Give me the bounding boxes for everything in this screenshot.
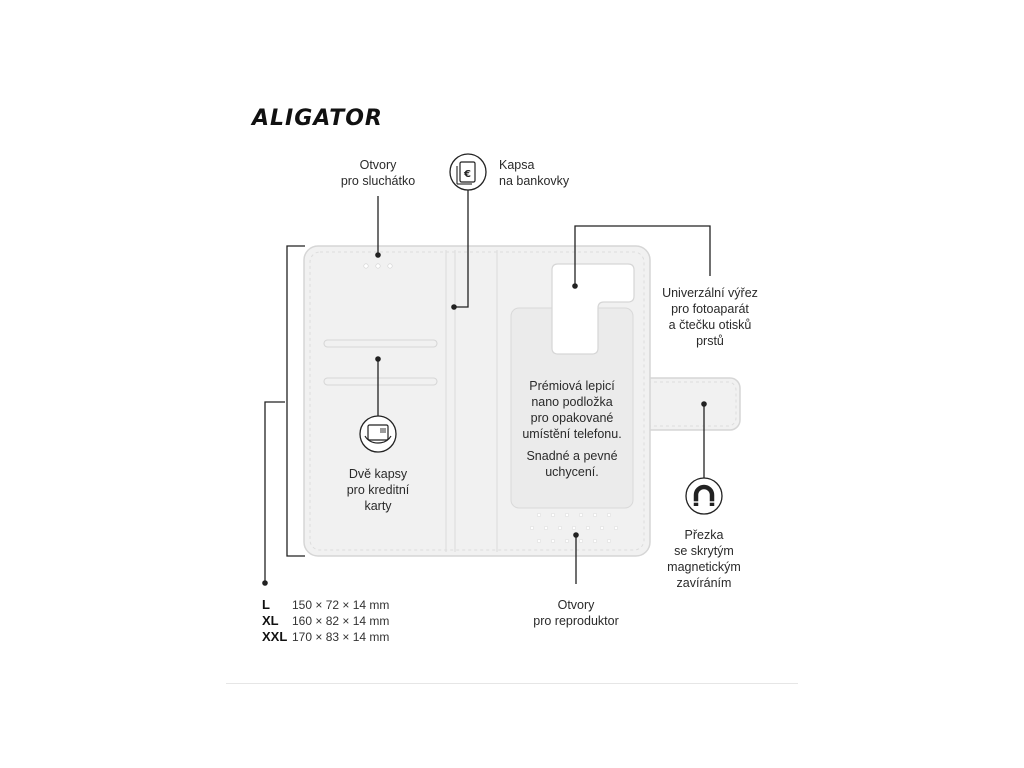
clasp-strap-stitching — [633, 381, 737, 427]
size-row-xl: XL 160 × 82 × 14 mm — [262, 613, 389, 629]
card-slot-2 — [323, 377, 438, 386]
earpiece-hole — [375, 263, 381, 269]
speaker-holes — [529, 512, 619, 544]
card-slot-1 — [323, 339, 438, 348]
camera-callout-line — [574, 225, 711, 286]
speaker-callout-dot — [573, 532, 579, 538]
size-key: XXL — [262, 629, 288, 644]
size-row-l: L 150 × 72 × 14 mm — [262, 597, 389, 613]
bracket-end-dot — [262, 580, 268, 586]
brand-logo: ALIGATOR — [252, 106, 383, 131]
height-bracket-small — [264, 401, 285, 582]
earpiece-hole — [387, 263, 393, 269]
size-value: 160 × 82 × 14 mm — [292, 614, 390, 628]
bottom-divider — [226, 683, 798, 684]
cards-callout-dot — [375, 356, 381, 362]
size-value: 170 × 83 × 14 mm — [292, 630, 390, 644]
earpiece-callout-dot — [375, 252, 381, 258]
size-key: L — [262, 597, 270, 612]
size-key: XL — [262, 613, 279, 628]
camera-callout-dot — [572, 283, 578, 289]
height-bracket-large — [286, 245, 305, 557]
credit-card-pocket-icon — [359, 415, 397, 453]
earpiece-hole — [363, 263, 369, 269]
size-list: L 150 × 72 × 14 mm XL 160 × 82 × 14 mm X… — [262, 597, 389, 645]
euro-banknote-icon: € — [449, 153, 487, 191]
size-row-xxl: XXL 170 × 83 × 14 mm — [262, 629, 389, 645]
wallet-case-stitching — [309, 251, 645, 551]
banknote-callout-dot — [451, 304, 457, 310]
size-value: 150 × 72 × 14 mm — [292, 598, 390, 612]
svg-text:€: € — [463, 169, 471, 180]
banknote-callout-line — [455, 190, 469, 308]
magnet-icon — [685, 477, 723, 515]
clasp-callout-dot — [701, 401, 707, 407]
